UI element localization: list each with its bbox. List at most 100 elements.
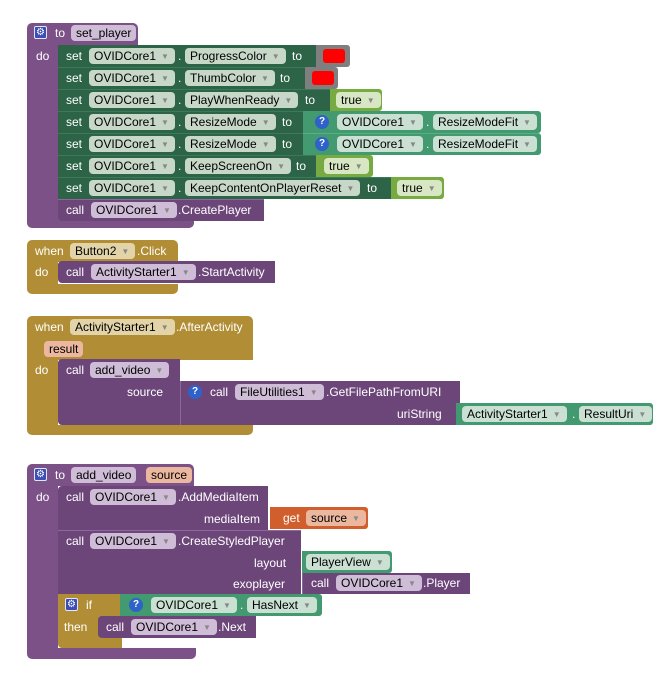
component-dropdown[interactable]: PlayerView▼ (306, 554, 390, 570)
property-dropdown[interactable]: ThumbColor▼ (185, 70, 275, 86)
get-source-block[interactable]: get source▼ (270, 507, 368, 529)
dropdown-arrow-icon: ▼ (409, 118, 417, 127)
component-dropdown[interactable]: OVIDCore1▼ (89, 158, 175, 174)
event-spine (27, 262, 58, 284)
getter-resulturi-block[interactable]: ActivityStarter1▼ . ResultUri▼ (456, 403, 653, 425)
call-createstyledplayer-block[interactable]: call OVIDCore1▼ .CreateStyledPlayer layo… (58, 530, 301, 594)
if-keyword: if (86, 598, 92, 612)
help-icon[interactable]: ? (188, 385, 202, 399)
component-dropdown[interactable]: OVIDCore1▼ (89, 92, 175, 108)
property-dropdown[interactable]: ResizeMode▼ (185, 114, 276, 130)
component-dropdown[interactable]: OVIDCore1▼ (337, 114, 423, 130)
variable-dropdown[interactable]: source▼ (306, 510, 366, 526)
call-next-block[interactable]: call OVIDCore1▼ .Next (98, 616, 256, 638)
component-playerview-block[interactable]: PlayerView▼ (302, 551, 392, 573)
component-dropdown[interactable]: OVIDCore1▼ (90, 489, 176, 505)
set-playwhenready-block[interactable]: set OVIDCore1▼ . PlayWhenReady▼ to (58, 89, 334, 111)
component-dropdown[interactable]: ActivityStarter1▼ (70, 319, 175, 335)
component-dropdown[interactable]: OVIDCore1▼ (131, 619, 217, 635)
help-icon[interactable]: ? (315, 115, 329, 129)
to-keyword: to (296, 159, 307, 173)
gear-icon[interactable]: ⚙ (34, 468, 47, 481)
component-dropdown[interactable]: OVIDCore1▼ (151, 597, 237, 613)
to-keyword: to (280, 71, 291, 85)
procedure-dropdown[interactable]: add_video▼ (90, 362, 170, 378)
set-resizemode-block[interactable]: set OVIDCore1▼ . ResizeMode▼ to (58, 111, 308, 133)
proc-spine (27, 486, 58, 648)
call-startactivity-block[interactable]: call ActivityStarter1▼ .StartActivity (58, 261, 275, 283)
component-dropdown[interactable]: OVIDCore1▼ (91, 202, 177, 218)
gear-icon[interactable]: ⚙ (65, 598, 78, 611)
procedure-name-field[interactable]: set_player (71, 25, 137, 41)
component-dropdown[interactable]: Button2▼ (70, 243, 136, 259)
boolean-dropdown[interactable]: true▼ (397, 180, 442, 196)
property-dropdown[interactable]: ResultUri▼ (579, 406, 653, 422)
proc-spine (27, 45, 58, 210)
boolean-dropdown[interactable]: true▼ (324, 158, 369, 174)
to-keyword: to (367, 181, 378, 195)
component-dropdown[interactable]: OVIDCore1▼ (89, 180, 175, 196)
logic-true-block[interactable]: true▼ (330, 89, 382, 111)
method-label: .Next (218, 620, 247, 634)
red-color-swatch[interactable] (312, 71, 334, 85)
boolean-dropdown[interactable]: true▼ (336, 92, 381, 108)
call-getfilepathfromuri-block[interactable]: ? call FileUtilities1▼ .GetFilePathFromU… (180, 381, 460, 425)
property-dropdown[interactable]: ProgressColor▼ (185, 48, 286, 64)
dropdown-arrow-icon: ▼ (261, 74, 269, 83)
call-keyword: call (210, 385, 229, 399)
do-keyword: do (36, 490, 50, 504)
call-add-video-block[interactable]: call add_video▼ source (58, 359, 180, 425)
component-dropdown[interactable]: OVIDCore1▼ (336, 575, 422, 591)
call-player-block[interactable]: call OVIDCore1▼ .Player (302, 573, 470, 594)
call-addmediaitem-block[interactable]: call OVIDCore1▼ .AddMediaItem mediaItem (58, 486, 268, 530)
set-thumbcolor-block[interactable]: set OVIDCore1▼ . ThumbColor▼ to (58, 67, 307, 89)
property-dropdown[interactable]: KeepScreenOn▼ (185, 158, 291, 174)
set-resizemode-block[interactable]: set OVIDCore1▼ . ResizeMode▼ to (58, 133, 308, 155)
dropdown-arrow-icon: ▼ (354, 162, 363, 171)
arg-label-mediaitem: mediaItem (204, 512, 261, 526)
do-keyword: do (35, 265, 49, 279)
logic-true-block[interactable]: true▼ (316, 155, 373, 177)
set-keepcontentonplayerreset-block[interactable]: set OVIDCore1▼ . KeepContentOnPlayerRese… (58, 177, 395, 199)
component-dropdown[interactable]: FileUtilities1▼ (235, 384, 324, 400)
logic-true-block[interactable]: true▼ (391, 177, 444, 199)
arg-label-exoplayer: exoplayer (233, 577, 286, 591)
help-icon[interactable]: ? (129, 598, 143, 612)
component-dropdown[interactable]: ActivityStarter1▼ (462, 406, 567, 422)
component-dropdown[interactable]: OVIDCore1▼ (89, 136, 175, 152)
do-keyword: do (35, 363, 49, 377)
color-block[interactable] (316, 45, 350, 67)
component-dropdown[interactable]: OVIDCore1▼ (89, 48, 175, 64)
component-dropdown[interactable]: ActivityStarter1▼ (91, 264, 196, 280)
helper-value-dropdown[interactable]: ResizeModeFit▼ (433, 114, 537, 130)
call-keyword: call (66, 363, 85, 377)
dropdown-arrow-icon: ▼ (552, 410, 561, 419)
dropdown-arrow-icon: ▼ (161, 96, 169, 105)
property-dropdown[interactable]: HasNext▼ (247, 597, 317, 613)
component-dropdown[interactable]: OVIDCore1▼ (337, 136, 423, 152)
helper-value-dropdown[interactable]: ResizeModeFit▼ (433, 136, 537, 152)
component-dropdown[interactable]: OVIDCore1▼ (90, 533, 176, 549)
gear-icon[interactable]: ⚙ (34, 26, 47, 39)
event-param-result[interactable]: result (44, 341, 84, 357)
help-icon[interactable]: ? (315, 137, 329, 151)
getter-hasnext-block[interactable]: ? OVIDCore1▼ . HasNext▼ (120, 594, 322, 616)
to-keyword: to (282, 115, 293, 129)
procedure-name-field[interactable]: add_video (71, 467, 137, 483)
procedure-param-source[interactable]: source (146, 467, 193, 483)
color-block[interactable] (305, 67, 338, 89)
helper-getter-block[interactable]: ? OVIDCore1▼ . ResizeModeFit▼ (303, 111, 541, 133)
property-dropdown[interactable]: KeepContentOnPlayerReset▼ (185, 180, 361, 196)
component-dropdown[interactable]: OVIDCore1▼ (89, 70, 175, 86)
set-keepscreenon-block[interactable]: set OVIDCore1▼ . KeepScreenOn▼ to (58, 155, 320, 177)
dropdown-arrow-icon: ▼ (121, 247, 130, 256)
event-footer (27, 284, 178, 294)
helper-getter-block[interactable]: ? OVIDCore1▼ . ResizeModeFit▼ (303, 133, 541, 155)
dropdown-arrow-icon: ▼ (161, 74, 169, 83)
call-createplayer-block[interactable]: call OVIDCore1▼ .CreatePlayer (58, 199, 264, 221)
property-dropdown[interactable]: ResizeMode▼ (185, 136, 276, 152)
set-progresscolor-block[interactable]: set OVIDCore1▼ . ProgressColor▼ to (58, 45, 320, 67)
red-color-swatch[interactable] (323, 49, 345, 63)
component-dropdown[interactable]: OVIDCore1▼ (89, 114, 175, 130)
property-dropdown[interactable]: PlayWhenReady▼ (185, 92, 299, 108)
